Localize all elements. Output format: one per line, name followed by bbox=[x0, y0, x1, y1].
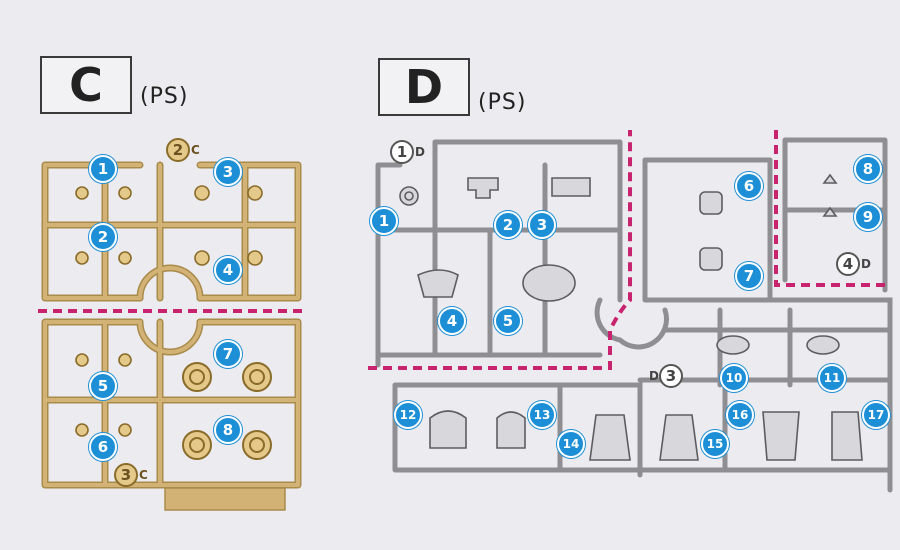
frame-tag-d-three-number: 3 bbox=[658, 364, 683, 388]
frame-tag-c-bottom: 3 C bbox=[114, 463, 148, 487]
part-badge-c-8: 8 bbox=[214, 416, 242, 444]
part-badge-d-8: 8 bbox=[854, 155, 882, 183]
section-d-material: (PS) bbox=[478, 90, 527, 115]
part-badge-c-5: 5 bbox=[89, 372, 117, 400]
cut-line-d-left bbox=[368, 130, 632, 370]
part-badge-d-15: 15 bbox=[701, 430, 729, 458]
frame-tag-c-top-letter: C bbox=[191, 143, 200, 157]
part-badge-d-1: 1 bbox=[370, 207, 398, 235]
frame-tag-d-three-letter: D bbox=[649, 369, 659, 383]
part-badge-d-6: 6 bbox=[735, 172, 763, 200]
frame-tag-c-bottom-number: 3 bbox=[114, 463, 138, 487]
part-badge-d-12: 12 bbox=[394, 401, 422, 429]
frame-tag-c-top-number: 2 bbox=[166, 138, 190, 162]
part-badge-d-13: 13 bbox=[528, 401, 556, 429]
part-badge-c-1: 1 bbox=[89, 155, 117, 183]
part-badge-d-4: 4 bbox=[438, 307, 466, 335]
frame-tag-d-one-letter: D bbox=[415, 145, 425, 159]
frame-tag-c-bottom-letter: C bbox=[139, 468, 148, 482]
section-c-label-box: C bbox=[40, 56, 132, 114]
runner-c bbox=[41, 161, 302, 511]
section-c-letter: C bbox=[69, 58, 103, 112]
part-badge-d-3: 3 bbox=[528, 211, 556, 239]
cut-line-d-right bbox=[774, 130, 890, 287]
part-badge-d-5: 5 bbox=[494, 307, 522, 335]
part-badge-d-17: 17 bbox=[862, 401, 890, 429]
part-badge-d-10: 10 bbox=[720, 364, 748, 392]
part-badge-d-14: 14 bbox=[557, 430, 585, 458]
frame-tag-d-one-number: 1 bbox=[390, 140, 414, 164]
part-badge-c-7: 7 bbox=[214, 340, 242, 368]
part-badge-d-11: 11 bbox=[818, 364, 846, 392]
section-d-label-box: D bbox=[378, 58, 470, 116]
part-badge-c-2: 2 bbox=[89, 223, 117, 251]
frame-tag-d-one: 1 D bbox=[390, 140, 425, 164]
frame-tag-d-four: 4 D bbox=[836, 252, 871, 276]
part-badge-d-9: 9 bbox=[854, 203, 882, 231]
part-badge-d-16: 16 bbox=[726, 401, 754, 429]
part-badge-c-3: 3 bbox=[214, 158, 242, 186]
frame-tag-c-top: 2 C bbox=[166, 138, 200, 162]
cut-lines bbox=[38, 130, 890, 370]
section-d-letter: D bbox=[404, 60, 444, 114]
frame-tag-d-four-number: 4 bbox=[836, 252, 860, 276]
frame-tag-d-four-letter: D bbox=[861, 257, 871, 271]
part-badge-d-2: 2 bbox=[494, 211, 522, 239]
runner-d bbox=[375, 137, 893, 493]
section-c-material: (PS) bbox=[140, 84, 189, 109]
part-badge-c-6: 6 bbox=[89, 433, 117, 461]
part-badge-d-7: 7 bbox=[735, 262, 763, 290]
frame-tag-d-three: D 3 bbox=[648, 364, 683, 388]
part-badge-c-4: 4 bbox=[214, 256, 242, 284]
